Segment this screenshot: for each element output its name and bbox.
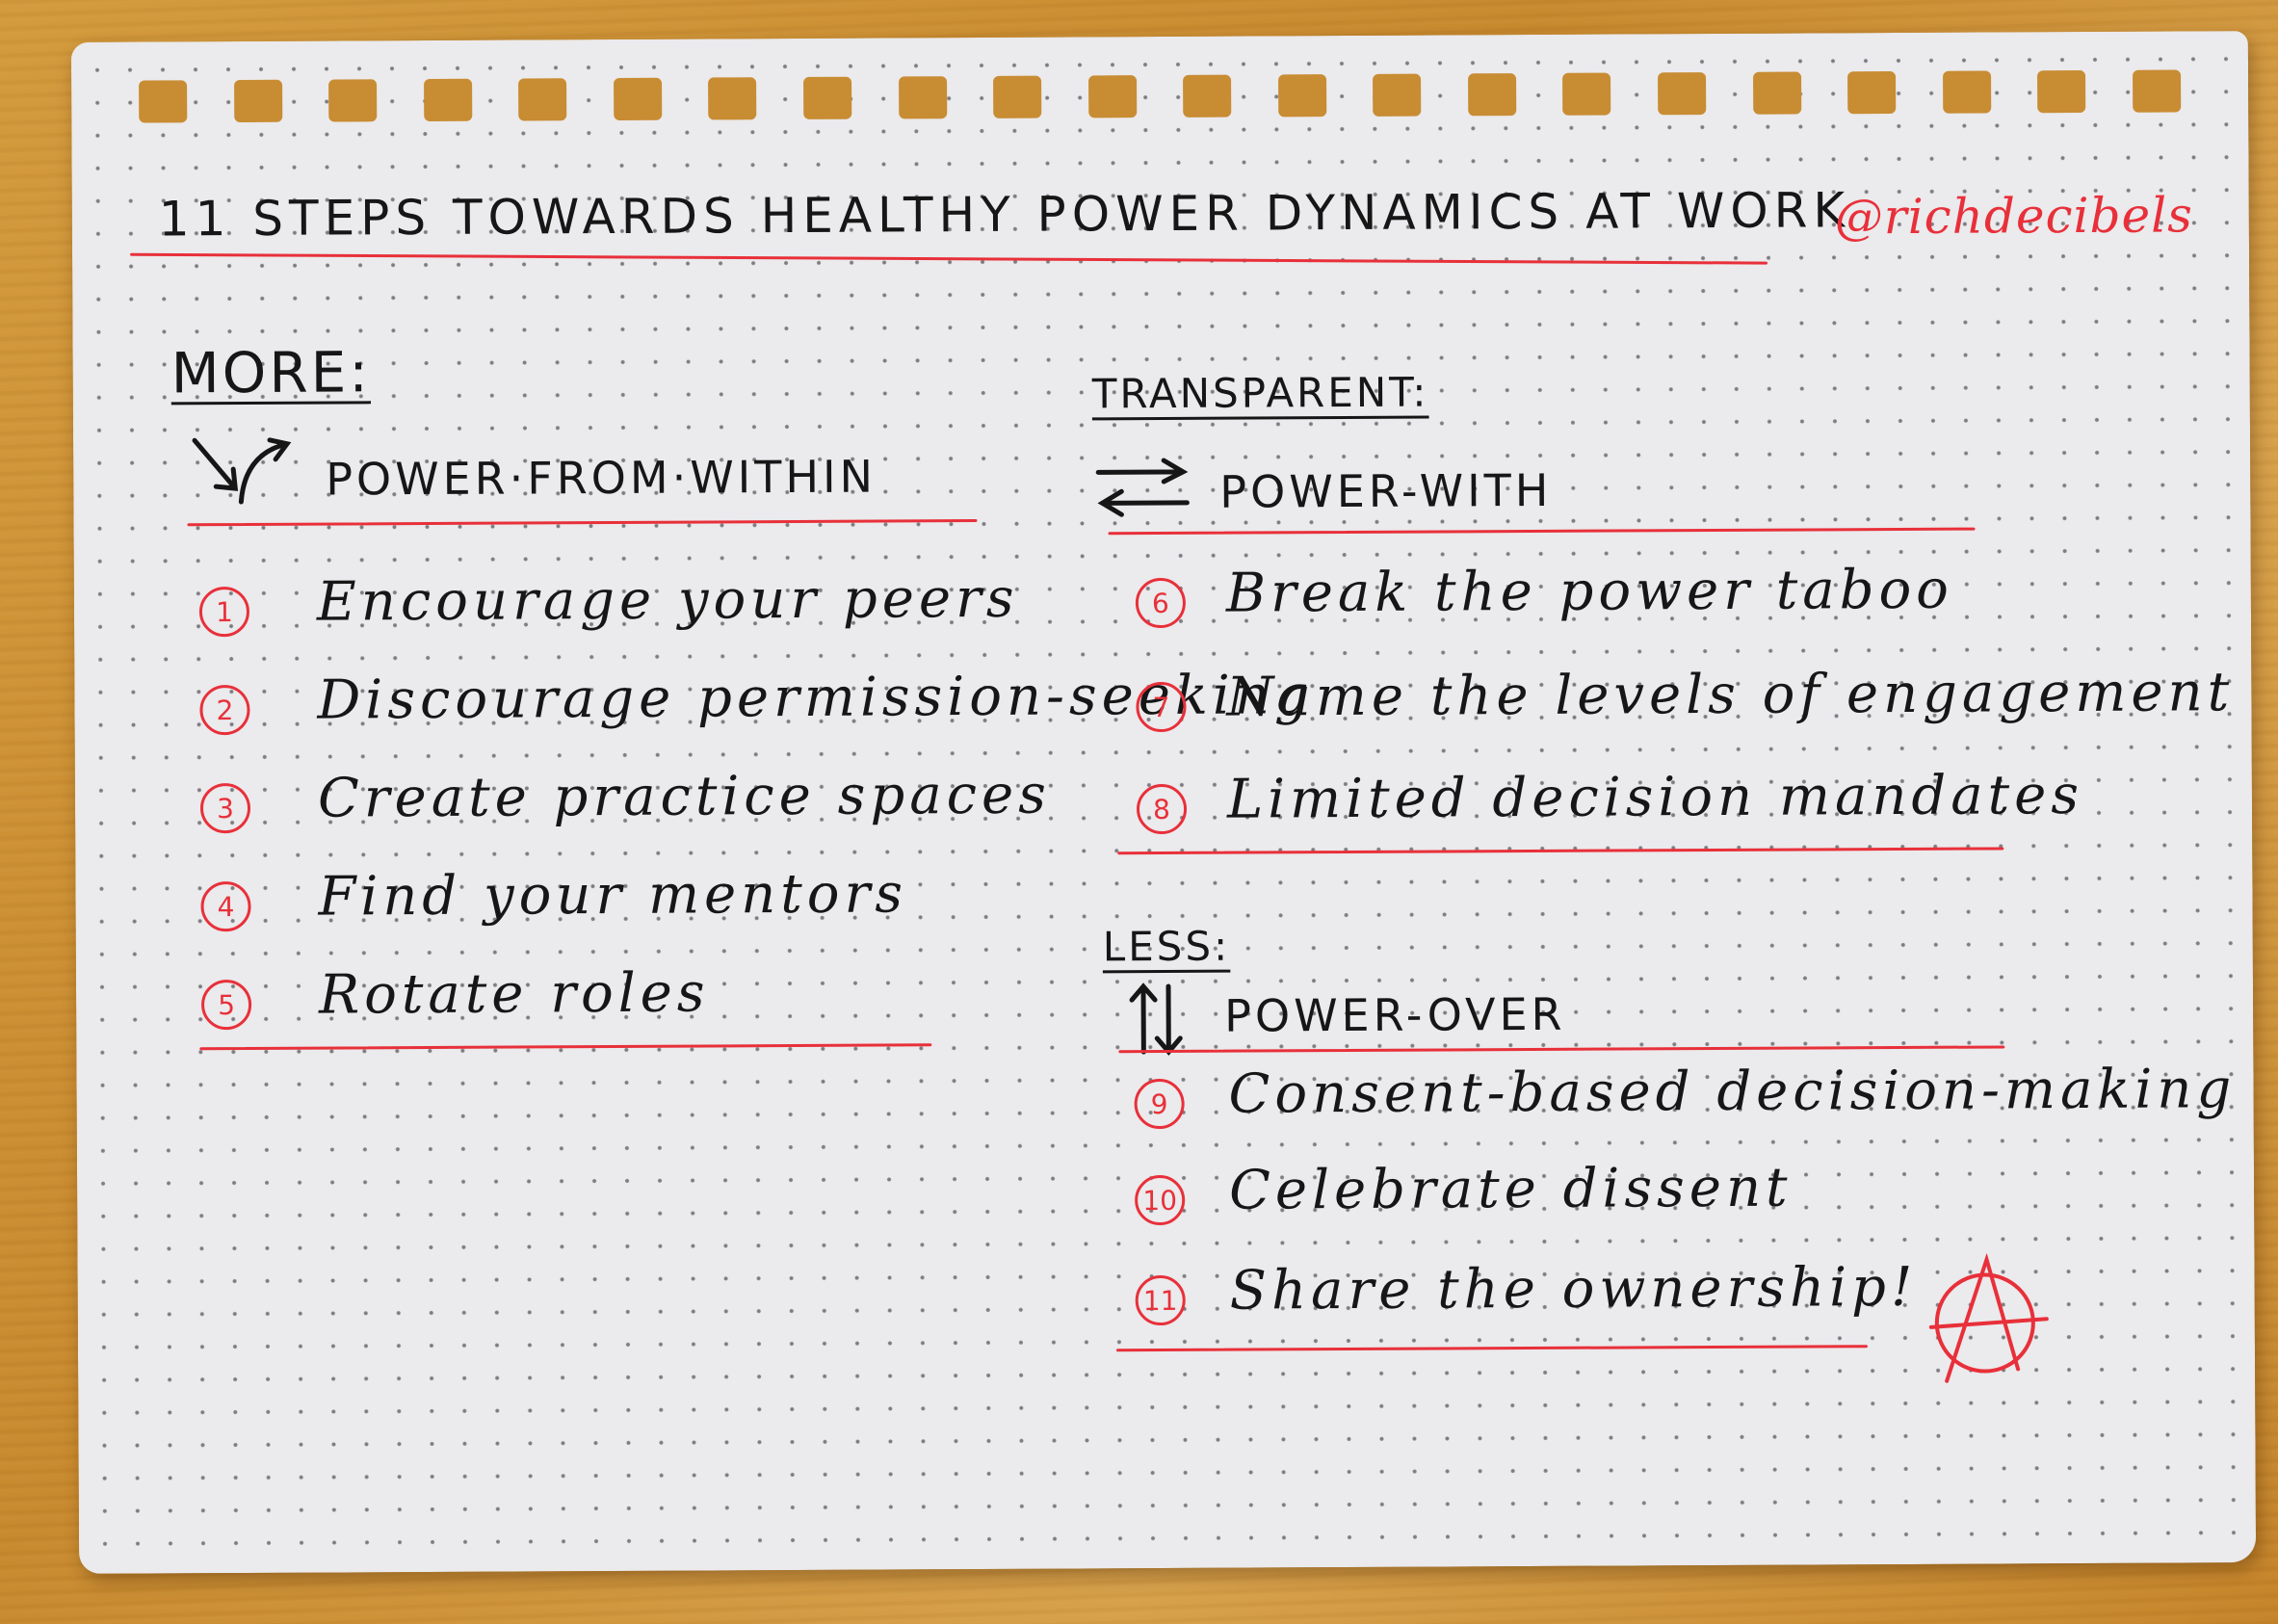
tear-hole xyxy=(1087,75,1137,118)
tear-hole xyxy=(1373,73,1422,117)
step-item-8: Limited decision mandates xyxy=(1226,763,2084,831)
tear-hole xyxy=(233,79,282,123)
title-underline xyxy=(130,252,1768,265)
step-number-badge: 2 xyxy=(199,684,250,736)
step-item-9: Consent-based decision-making xyxy=(1228,1058,2237,1126)
step-number-badge: 10 xyxy=(1135,1174,1186,1226)
step-number-badge: 6 xyxy=(1135,577,1187,629)
tear-hole xyxy=(1277,74,1327,118)
divider xyxy=(1115,1345,1868,1352)
divider xyxy=(1117,847,2004,855)
step-number-badge: 1 xyxy=(198,586,250,638)
circle-a-icon xyxy=(1928,1253,2049,1383)
subhead-power-from-within: POWER·FROM·WITHIN xyxy=(326,450,877,506)
step-item-6: Break the power taboo xyxy=(1225,558,1954,625)
tear-hole xyxy=(518,78,567,121)
inward-arrows-icon xyxy=(192,437,292,505)
tear-hole xyxy=(1942,70,1991,114)
step-number-badge: 9 xyxy=(1134,1078,1185,1130)
step-number-badge: 7 xyxy=(1136,681,1187,733)
tear-hole xyxy=(898,76,947,119)
step-item-4: Find your mentors xyxy=(318,862,908,929)
tear-hole xyxy=(1847,71,1897,115)
dot-grid-notebook-page: 11 STEPS TOWARDS HEALTHY POWER DYNAMICS … xyxy=(70,31,2257,1574)
tear-hole xyxy=(708,77,757,120)
step-number-badge: 3 xyxy=(199,782,251,834)
exchange-arrows-icon xyxy=(1095,458,1190,517)
step-item-1: Encourage your peers xyxy=(316,566,1019,634)
tear-hole xyxy=(1562,72,1611,116)
tear-hole xyxy=(613,77,663,120)
step-number-badge: 5 xyxy=(200,979,252,1031)
divider xyxy=(1118,1045,2005,1054)
tear-hole xyxy=(1467,73,1517,117)
step-number-badge: 8 xyxy=(1136,783,1188,835)
tear-hole xyxy=(328,79,378,122)
section-label-more: MORE: xyxy=(170,339,372,406)
tear-hole xyxy=(423,78,472,122)
divider xyxy=(187,519,978,527)
step-item-5: Rotate roles xyxy=(318,961,710,1027)
section-label-less: LESS: xyxy=(1102,922,1231,971)
section-label-transparent: TRANSPARENT: xyxy=(1091,368,1429,418)
tear-hole xyxy=(2037,69,2086,114)
subhead-power-over: POWER-OVER xyxy=(1224,987,1566,1042)
tear-hole xyxy=(139,80,188,123)
step-item-10: Celebrate dissent xyxy=(1228,1156,1793,1222)
tear-hole xyxy=(1183,74,1232,118)
step-item-3: Create practice spaces xyxy=(317,763,1052,830)
step-number-badge: 11 xyxy=(1135,1274,1186,1326)
tear-hole xyxy=(2132,69,2182,113)
subhead-power-with: POWER-WITH xyxy=(1219,463,1553,518)
tear-hole xyxy=(802,76,852,119)
step-item-11: Share the ownership! xyxy=(1229,1255,1918,1323)
tear-hole xyxy=(1752,71,1801,115)
divider xyxy=(1108,527,1976,536)
tear-hole xyxy=(1658,72,1707,116)
up-down-arrows-icon xyxy=(1129,982,1183,1056)
page-title: 11 STEPS TOWARDS HEALTHY POWER DYNAMICS … xyxy=(158,182,1851,248)
author-handle: @richdecibels xyxy=(1834,187,2193,246)
spiral-tear-holes xyxy=(139,69,2182,128)
step-number-badge: 4 xyxy=(200,880,251,932)
step-item-7: Name the levels of engagement xyxy=(1226,661,2235,729)
divider xyxy=(199,1043,932,1051)
tear-hole xyxy=(993,75,1042,118)
